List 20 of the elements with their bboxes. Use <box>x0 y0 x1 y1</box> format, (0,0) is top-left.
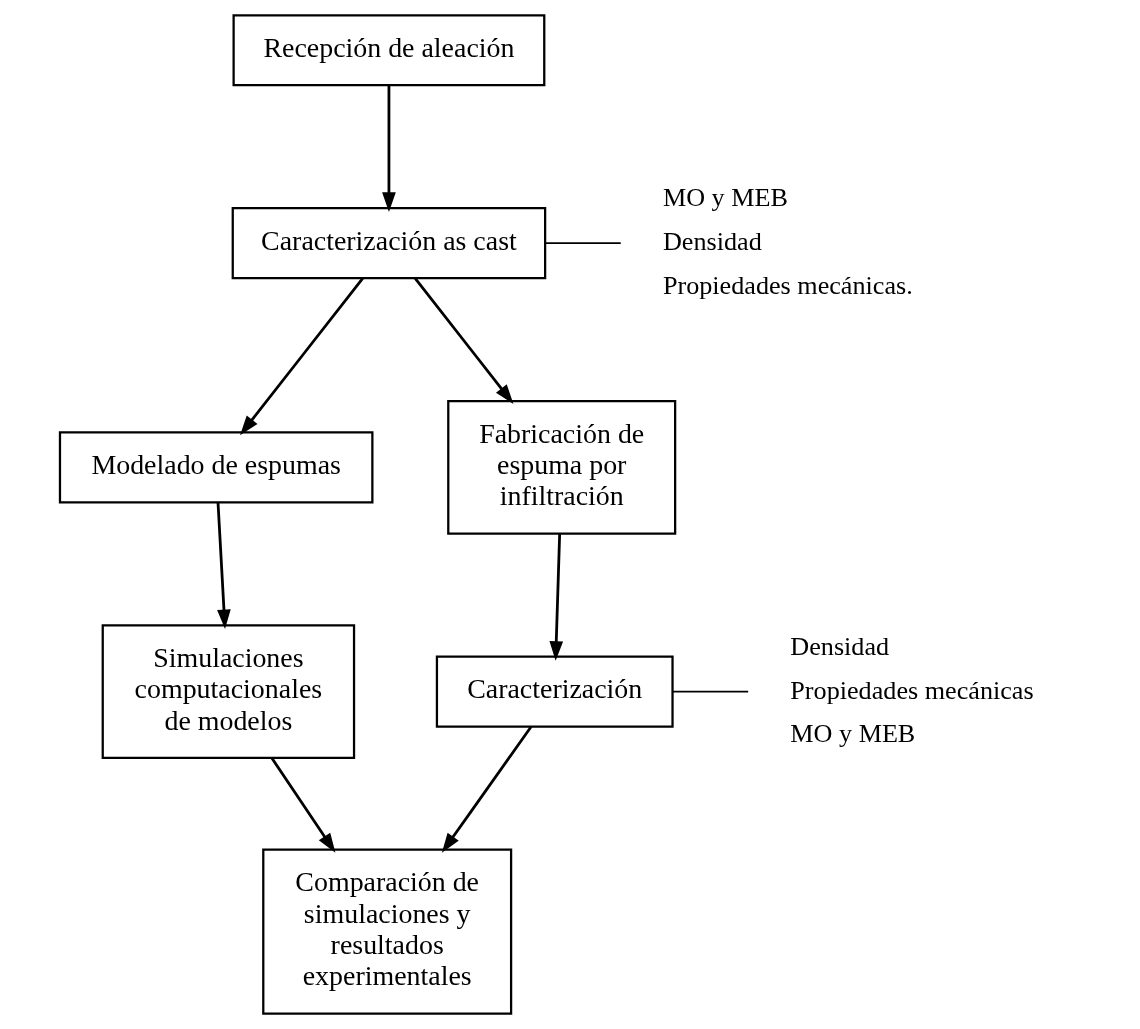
node-box: Modelado de espumas <box>58 431 374 504</box>
node-label: MO y MEB <box>662 183 788 213</box>
node-label: Propiedades mecánicas. <box>662 270 913 300</box>
node-box: Caracterización <box>435 655 674 728</box>
arrow <box>270 757 336 853</box>
arrow <box>549 534 564 661</box>
arrow <box>216 502 231 630</box>
node-box: Simulaciones computacionales de modelos <box>101 624 356 760</box>
node-box: Recepción de aleación <box>232 14 546 87</box>
node-label: Propiedades mecánicas <box>790 675 1034 705</box>
arrow <box>240 277 364 436</box>
node-label: MO y MEB <box>790 719 916 749</box>
node-label: Densidad <box>662 227 762 257</box>
node-box: Fabricación de espuma por infiltración <box>447 399 677 535</box>
arrow <box>414 277 514 404</box>
node-label: Densidad <box>790 631 890 661</box>
node-box: Caracterización as cast <box>231 207 547 280</box>
arrow <box>441 725 533 853</box>
node-box: Comparación de simulaciones y resultados experimentales <box>262 848 513 1015</box>
arrow <box>382 85 396 212</box>
